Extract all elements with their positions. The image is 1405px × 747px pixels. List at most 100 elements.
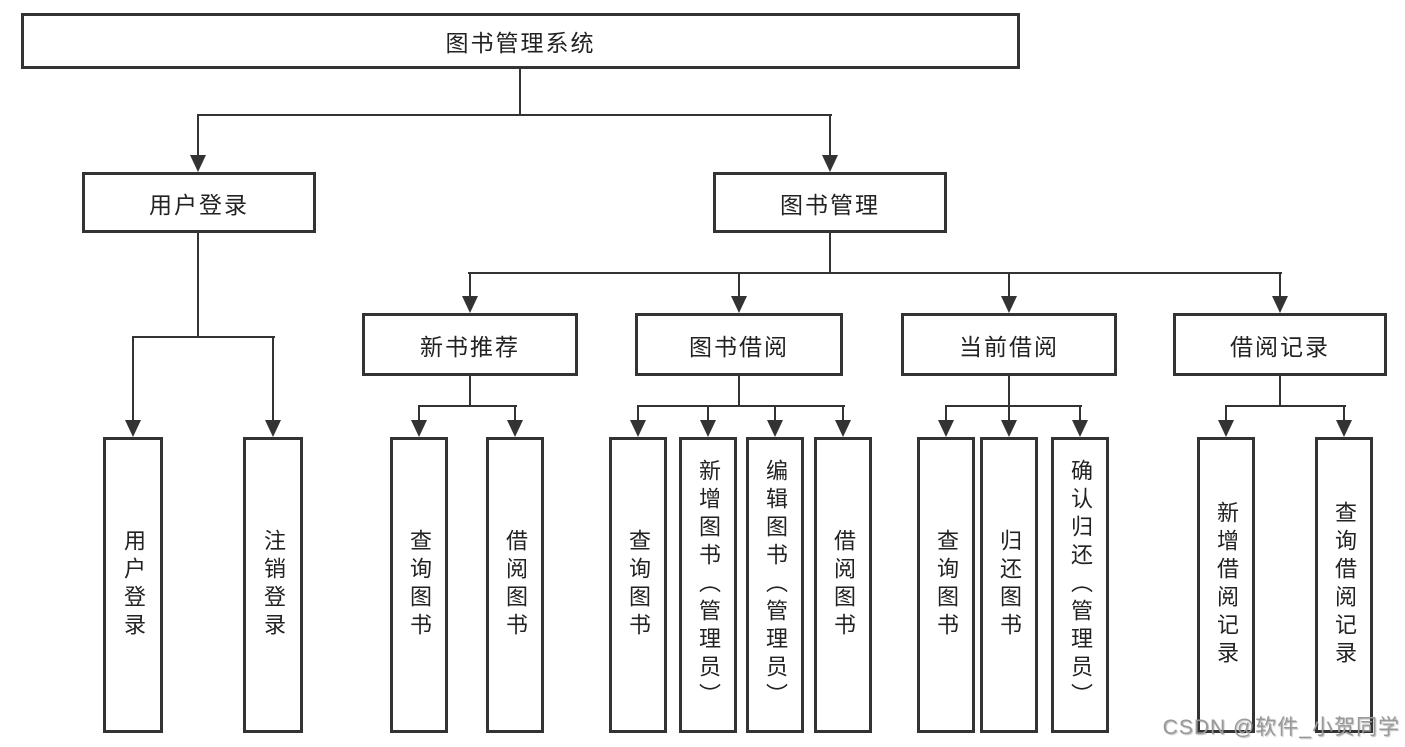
- arrow-stem: [707, 405, 709, 423]
- arrow-head-icon: [462, 296, 478, 313]
- arrow-stem: [637, 405, 639, 423]
- arrow-head-icon: [1336, 420, 1352, 437]
- arrow-head-icon: [835, 420, 851, 437]
- arrow-stem: [774, 405, 776, 423]
- down-arrow: [630, 405, 646, 437]
- connector-hline: [1225, 405, 1346, 407]
- down-arrow: [700, 405, 716, 437]
- node-borrowing-records: 借阅记录: [1173, 313, 1387, 376]
- node-label: 确认归还（管理员）: [1068, 459, 1093, 711]
- node-label: 查询图书: [626, 529, 651, 641]
- connector-vline: [738, 376, 740, 406]
- down-arrow: [731, 272, 747, 313]
- down-arrow: [125, 336, 141, 437]
- down-arrow: [507, 405, 523, 437]
- down-arrow: [835, 405, 851, 437]
- node-label: 图书管理: [780, 191, 880, 218]
- node-label: 图书借阅: [689, 333, 789, 360]
- node-label: 借阅记录: [1230, 333, 1330, 360]
- down-arrow: [265, 336, 281, 437]
- leaf-return-books: 归还图书: [980, 437, 1038, 733]
- node-label: 用户登录: [149, 191, 249, 218]
- arrow-stem: [197, 114, 199, 158]
- connector-vline: [469, 376, 471, 406]
- leaf-query-books-recommend: 查询图书: [390, 437, 448, 733]
- arrow-head-icon: [1001, 296, 1017, 313]
- arrow-head-icon: [767, 420, 783, 437]
- down-arrow: [1001, 272, 1017, 313]
- connector-vline: [519, 69, 521, 115]
- arrow-stem: [132, 336, 134, 423]
- leaf-confirm-return-admin: 确认归还（管理员）: [1051, 437, 1109, 733]
- leaf-user-login: 用户登录: [103, 437, 163, 733]
- arrow-head-icon: [1218, 420, 1234, 437]
- leaf-query-books-borrowing: 查询图书: [609, 437, 667, 733]
- down-arrow: [822, 114, 838, 172]
- connector-vline: [829, 233, 831, 274]
- arrow-stem: [1079, 405, 1081, 423]
- connector-hline: [197, 114, 832, 116]
- arrow-stem: [469, 272, 471, 299]
- arrow-stem: [418, 405, 420, 423]
- arrow-head-icon: [700, 420, 716, 437]
- node-label: 新书推荐: [420, 333, 520, 360]
- connector-vline: [1279, 376, 1281, 406]
- leaf-borrow-books-borrowing: 借阅图书: [814, 437, 872, 733]
- node-label: 编辑图书（管理员）: [763, 459, 788, 711]
- node-label: 借阅图书: [503, 529, 528, 641]
- arrow-stem: [829, 114, 831, 158]
- connector-vline: [1008, 376, 1010, 406]
- down-arrow: [1336, 405, 1352, 437]
- arrow-head-icon: [411, 420, 427, 437]
- arrow-stem: [514, 405, 516, 423]
- arrow-stem: [842, 405, 844, 423]
- arrow-stem: [1008, 405, 1010, 423]
- arrow-head-icon: [265, 420, 281, 437]
- arrow-head-icon: [630, 420, 646, 437]
- node-label: 借阅图书: [831, 529, 856, 641]
- leaf-add-borrow-record: 新增借阅记录: [1197, 437, 1255, 733]
- node-new-book-recommend: 新书推荐: [362, 313, 578, 376]
- connector-hline: [637, 405, 845, 407]
- node-label: 归还图书: [997, 529, 1022, 641]
- down-arrow: [462, 272, 478, 313]
- leaf-logout: 注销登录: [243, 437, 303, 733]
- arrow-head-icon: [731, 296, 747, 313]
- node-label: 注销登录: [261, 529, 286, 641]
- arrow-stem: [1343, 405, 1345, 423]
- connector-hline: [945, 405, 1082, 407]
- arrow-head-icon: [507, 420, 523, 437]
- csdn-watermark: CSDN @软件_小贺同学: [1162, 716, 1400, 739]
- node-library-system: 图书管理系统: [21, 13, 1020, 69]
- node-label: 当前借阅: [959, 333, 1059, 360]
- arrow-stem: [738, 272, 740, 299]
- connector-hline: [132, 336, 275, 338]
- connector-vline: [197, 233, 199, 338]
- node-label: 查询图书: [934, 529, 959, 641]
- node-label: 新增借阅记录: [1214, 501, 1239, 669]
- node-label: 图书管理系统: [445, 30, 596, 56]
- down-arrow: [1272, 272, 1288, 313]
- node-user-login: 用户登录: [82, 172, 316, 233]
- arrow-stem: [1225, 405, 1227, 423]
- down-arrow: [767, 405, 783, 437]
- connector-hline: [418, 405, 517, 407]
- leaf-query-borrow-record: 查询借阅记录: [1315, 437, 1373, 733]
- down-arrow: [411, 405, 427, 437]
- node-book-management: 图书管理: [713, 172, 947, 233]
- connector-hline: [468, 272, 1282, 274]
- leaf-edit-book-admin: 编辑图书（管理员）: [746, 437, 804, 733]
- leaf-borrow-books-recommend: 借阅图书: [486, 437, 544, 733]
- arrow-head-icon: [190, 155, 206, 172]
- down-arrow: [938, 405, 954, 437]
- leaf-query-books-current: 查询图书: [917, 437, 975, 733]
- down-arrow: [190, 114, 206, 172]
- node-label: 查询借阅记录: [1332, 501, 1357, 669]
- node-label: 新增图书（管理员）: [696, 459, 721, 711]
- down-arrow: [1001, 405, 1017, 437]
- down-arrow: [1218, 405, 1234, 437]
- arrow-head-icon: [938, 420, 954, 437]
- down-arrow: [1072, 405, 1088, 437]
- arrow-head-icon: [1272, 296, 1288, 313]
